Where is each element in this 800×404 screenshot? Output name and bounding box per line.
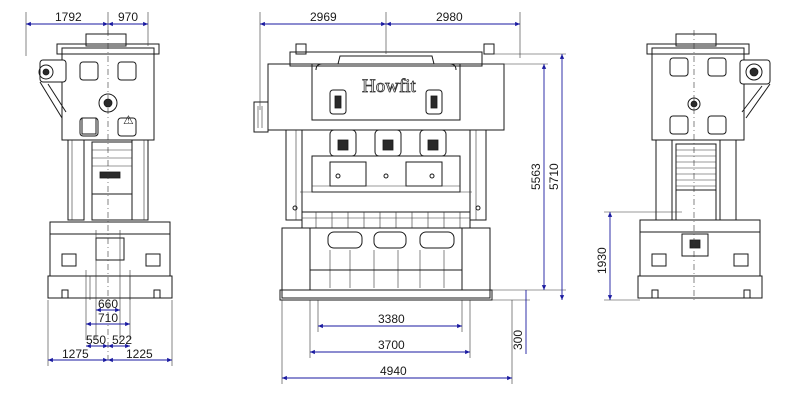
dim-300: 300 (511, 330, 525, 350)
dim-1275: 1275 (62, 347, 89, 361)
dim-710: 710 (98, 311, 118, 325)
dim-1930: 1930 (595, 247, 609, 274)
bolster-teeth (315, 212, 461, 228)
front-view-dimensions: 2969 2980 3380 3700 4940 5563 5710 300 (259, 10, 566, 384)
safety-grille (676, 149, 716, 187)
right-side-view (637, 30, 771, 300)
warning-sign-icon: ⚠ (123, 113, 134, 127)
right-view-dimensions: 1930 (595, 211, 682, 301)
dim-3700: 3700 (378, 338, 405, 352)
dim-2980: 2980 (436, 10, 463, 24)
dim-1225: 1225 (126, 347, 153, 361)
dim-5710: 5710 (547, 163, 561, 190)
left-side-view: ⚠ (38, 30, 173, 360)
dim-522: 522 (112, 333, 132, 347)
left-view-dimensions: 1792 970 660 710 550 522 1275 1225 (25, 10, 173, 366)
front-view: Howfit (253, 43, 505, 301)
dim-2969: 2969 (310, 10, 337, 24)
dim-4940: 4940 (380, 364, 407, 378)
dim-1792: 1792 (55, 10, 82, 24)
dim-3380: 3380 (378, 312, 405, 326)
dim-550: 550 (86, 333, 106, 347)
dim-970: 970 (118, 10, 138, 24)
dim-660: 660 (98, 297, 118, 311)
dim-5563: 5563 (529, 163, 543, 190)
brand-logo: Howfit (362, 76, 417, 97)
